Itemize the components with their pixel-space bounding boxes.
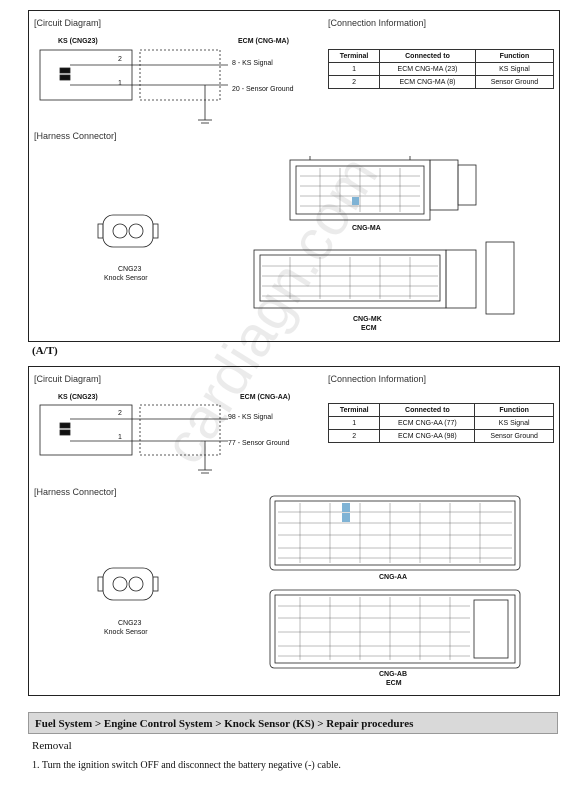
ks-pin-1: [128, 223, 144, 239]
harness-connector-label: [Harness Connector]: [34, 131, 117, 141]
dashed-box: [139, 404, 221, 456]
table-row: 2 ECM CNG-MA (8) Sensor Ground: [327, 75, 555, 89]
function-cell: Sensor Ground: [474, 75, 555, 89]
function-cell: Sensor Ground: [474, 429, 554, 443]
pin-2-label: 2: [118, 410, 122, 417]
connector-sub-caption: ECM: [361, 325, 377, 332]
ks-signal-pin: 98 - KS Signal: [228, 414, 273, 421]
ks-label: KS (CNG23): [58, 38, 98, 45]
ks-box: [39, 404, 133, 456]
sensor-ground-pin: 77 - Sensor Ground: [228, 440, 290, 447]
ks-connector-body: [102, 214, 154, 248]
connection-info-label: [Connection Information]: [328, 18, 427, 28]
circuit-diagram-label: [Circuit Diagram]: [34, 374, 102, 384]
sensor-ground-pin: 20 - Sensor Ground: [232, 86, 294, 93]
connector-sub-caption: ECM: [386, 680, 402, 687]
pin-1-label: 1: [118, 80, 122, 87]
connector-caption-2: CNG-MK: [353, 316, 382, 323]
sensor-name: CNG23: [118, 620, 142, 627]
ks-label: KS (CNG23): [58, 394, 98, 401]
removal-heading: Removal: [32, 740, 72, 752]
connector-caption-1: CNG-MA: [352, 225, 381, 232]
sensor-caption: Knock Sensor: [104, 629, 148, 636]
terminal-cell: 2: [327, 75, 381, 89]
connection-table-1: Terminal Connected to Function 1 ECM CNG…: [327, 49, 555, 89]
terminal-cell: 2: [327, 429, 381, 443]
highlight-pin: [342, 513, 350, 522]
highlight-pin: [342, 503, 350, 512]
table-row: 2 ECM CNG-AA (98) Sensor Ground: [327, 429, 554, 443]
step-1: 1. Turn the ignition switch OFF and disc…: [32, 760, 341, 771]
at-label: (A/T): [32, 345, 58, 357]
connected-cell: ECM CNG-AA (98): [379, 429, 476, 443]
breadcrumb: Fuel System > Engine Control System > Kn…: [28, 712, 558, 734]
dashed-box: [139, 49, 221, 101]
cng-aa-connector: [269, 495, 521, 571]
pin-1-label: 1: [118, 434, 122, 441]
connector-caption-1: CNG-AA: [379, 574, 407, 581]
ks-signal-pin: 8 - KS Signal: [232, 60, 273, 67]
cng-ab-connector: [269, 589, 521, 669]
highlight-pin: [352, 197, 359, 205]
ecm-label: ECM (CNG-AA): [240, 394, 291, 401]
connection-table-2: Terminal Connected to Function 1 ECM CNG…: [327, 403, 554, 443]
sensor-caption: Knock Sensor: [104, 275, 148, 282]
ks-box: [39, 49, 133, 101]
ecm-label: ECM (CNG-MA): [238, 38, 289, 45]
connector-caption-2: CNG-AB: [379, 671, 407, 678]
sensor-symbol: [59, 67, 71, 74]
sensor-name: CNG23: [118, 266, 142, 273]
table-header: Terminal Connected to Function: [327, 403, 554, 417]
ks-pin-2: [112, 223, 128, 239]
table-row: 1 ECM CNG-AA (77) KS Signal: [327, 416, 554, 430]
circuit-diagram-label: [Circuit Diagram]: [34, 18, 102, 28]
connection-info-label: [Connection Information]: [328, 374, 427, 384]
harness-connector-label: [Harness Connector]: [34, 487, 117, 497]
pin-2-label: 2: [118, 56, 122, 63]
